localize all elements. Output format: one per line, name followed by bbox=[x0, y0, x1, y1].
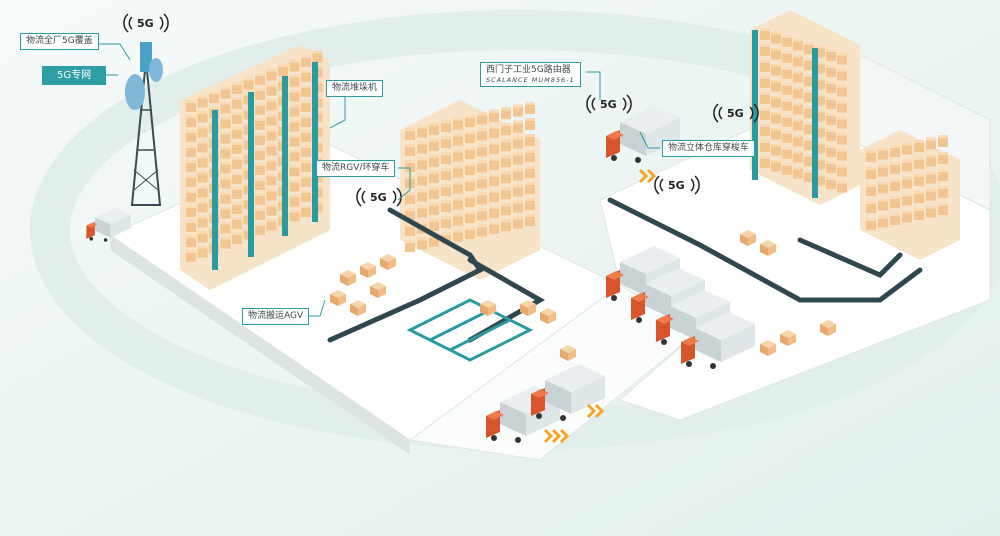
label-router: 西门子工业5G路由器 SCALANCE MUM856-1 bbox=[480, 62, 581, 87]
svg-text:5G: 5G bbox=[727, 107, 744, 120]
callout-leaders bbox=[95, 43, 660, 317]
svg-text:5G: 5G bbox=[600, 98, 617, 111]
router-title: 西门子工业5G路由器 bbox=[486, 65, 571, 75]
label-rgv: 物流RGV/环穿车 bbox=[316, 160, 396, 177]
label-agv: 物流搬运AGV bbox=[242, 308, 310, 325]
signal-5g-icon: 5G bbox=[123, 13, 169, 33]
signal-5g-icon: 5G bbox=[713, 103, 759, 123]
label-factory-5g: 物流全厂5G覆盖 bbox=[20, 33, 99, 50]
signal-5g-icon: 5G bbox=[356, 187, 402, 207]
direction-arrows bbox=[543, 168, 657, 444]
signal-5g-icon: 5G bbox=[586, 94, 632, 114]
conveyor-lines bbox=[327, 197, 923, 343]
svg-text:5G: 5G bbox=[370, 191, 387, 204]
signal-5g-icon: 5G bbox=[654, 175, 700, 195]
stacker-rack bbox=[180, 45, 330, 290]
svg-text:5G: 5G bbox=[668, 179, 685, 192]
router-model: SCALANCE MUM856-1 bbox=[486, 76, 575, 84]
floor-edge-left bbox=[110, 235, 410, 455]
signal-icons: 5G 5G 5G 5G 5G bbox=[123, 13, 759, 207]
label-stacker: 物流堆垛机 bbox=[326, 80, 384, 97]
cell-tower bbox=[125, 42, 163, 206]
svg-text:5G: 5G bbox=[137, 17, 154, 30]
label-shuttle: 物流立体仓库穿梭车 bbox=[662, 140, 756, 157]
sorter bbox=[406, 298, 534, 362]
label-private-5g: 5G专网 bbox=[42, 66, 107, 85]
